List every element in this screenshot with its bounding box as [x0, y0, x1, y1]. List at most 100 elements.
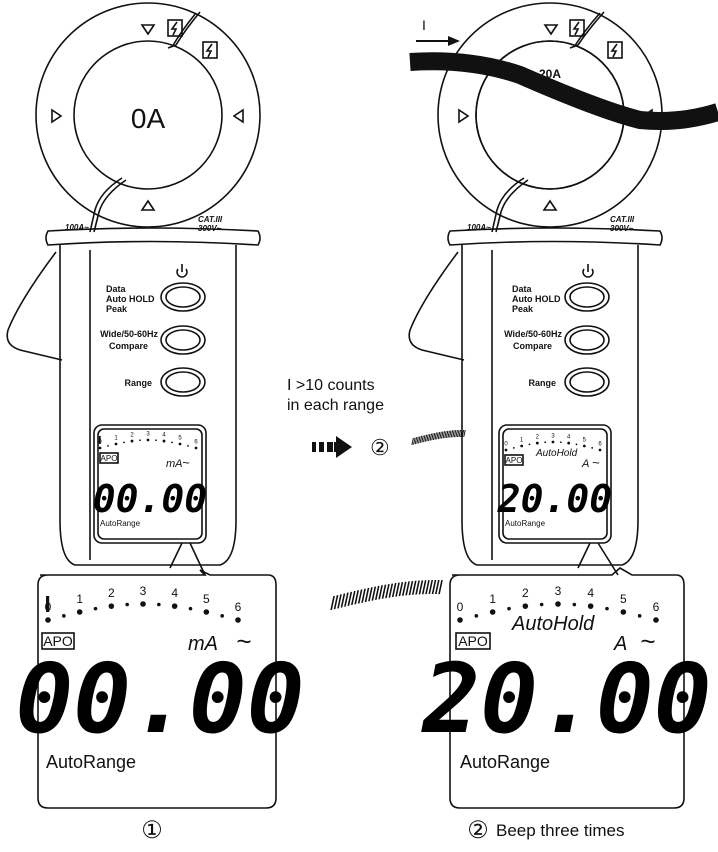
small-unit: mA: [166, 458, 183, 470]
scale-tick: [93, 606, 98, 611]
scale-tick: [587, 603, 594, 609]
scale-tick: [522, 603, 529, 609]
clamp-meter-2: 20A 100A~ CAT.III 300V~ I: [330, 2, 718, 844]
bargraph-segment: [431, 580, 437, 594]
scale-tick-label: 3: [551, 434, 555, 440]
bargraph-segment: [455, 430, 458, 438]
current-label: I: [422, 17, 426, 33]
scale-tick-label: 3: [140, 584, 147, 598]
scale-tick-label: 1: [520, 438, 524, 444]
arrow-right-icon: [416, 36, 460, 46]
scale-tick: [178, 442, 182, 446]
step-target: ②: [370, 435, 390, 460]
scale-tick: [220, 614, 224, 618]
bargraph-segment: [388, 583, 394, 598]
power-icon: [176, 264, 188, 278]
large-hold-label: AutoHold: [511, 613, 595, 635]
scale-tick-label: 3: [146, 432, 150, 438]
button-label-line: Auto HOLD: [106, 294, 155, 304]
collar: [45, 227, 261, 246]
scale-tick: [528, 443, 531, 446]
jaw-trigger: [408, 251, 465, 361]
scale-tick: [157, 602, 161, 607]
scale-tick-label: 6: [194, 440, 198, 446]
bargraph-segment: [456, 430, 460, 438]
scale-tick: [171, 603, 178, 609]
arrow-up-icon: [140, 199, 156, 211]
scale-tick: [575, 443, 578, 446]
bargraph-segment: [364, 588, 370, 602]
small-mode: AutoRange: [505, 519, 546, 528]
scale-tick: [146, 438, 150, 442]
scale-tick-label: 0: [457, 600, 464, 614]
bargraph-segment: [347, 591, 353, 606]
bargraph-segment: [422, 435, 426, 443]
bargraph-segment: [437, 432, 441, 440]
scale-tick: [535, 441, 539, 445]
scale-tick: [457, 617, 463, 623]
scale-tick-label: 6: [235, 600, 242, 614]
scale-tick: [155, 439, 157, 442]
scale-tick-label: 2: [130, 433, 134, 439]
scale-tick: [107, 445, 109, 447]
scale-tick: [203, 609, 210, 615]
scale-tick: [140, 601, 146, 607]
large-reading: 20.00: [421, 643, 712, 755]
small-ac-symbol: ~: [592, 455, 600, 470]
lightning-icon: [202, 41, 218, 59]
scale-tick-label: 0: [504, 442, 508, 448]
scale-tick: [653, 617, 659, 623]
bargraph-segment: [440, 431, 444, 439]
scale-tick: [507, 606, 511, 611]
button-label-line: Data: [106, 284, 127, 294]
arrow-left-icon: [232, 108, 244, 124]
bargraph-segment: [460, 430, 463, 437]
instruction: I >10 counts in each range ②: [287, 377, 390, 460]
bargraph-segment: [438, 580, 443, 595]
scale-tick-label: 4: [587, 586, 594, 600]
meter-body: [461, 245, 639, 566]
wide-compare-button[interactable]: [564, 325, 610, 355]
jaw-trigger: [6, 251, 63, 361]
bargraph-segment: [381, 584, 387, 599]
bargraph-segment: [431, 433, 434, 441]
jaw-seam-top: [569, 11, 605, 49]
bargraph-segment: [415, 580, 420, 595]
bargraph-segment: [361, 588, 366, 603]
scale-tick: [504, 448, 508, 452]
range-button[interactable]: [564, 367, 610, 397]
jaw-seam-bottom: [491, 177, 525, 233]
scale-tick: [162, 439, 166, 443]
scale-tick-label: 5: [620, 592, 627, 606]
scale-tick: [598, 448, 602, 452]
collar: [447, 227, 663, 246]
scale-tick: [139, 439, 141, 442]
bargraph-segment: [453, 430, 457, 438]
arrow-right-icon: [312, 436, 352, 458]
range-button[interactable]: [160, 367, 206, 397]
scale-tick-label: 1: [114, 436, 118, 442]
scale-tick: [114, 442, 118, 446]
scale-tick: [130, 439, 134, 443]
scale-tick-label: 2: [522, 586, 529, 600]
bargraph-segment: [419, 435, 423, 443]
scale-tick: [620, 609, 627, 615]
scale-tick: [512, 447, 515, 449]
small-unit: A: [581, 458, 589, 470]
bargraph-segment: [429, 433, 433, 441]
wide-compare-button[interactable]: [160, 325, 206, 355]
clamp-jaw-opening: [73, 40, 223, 190]
bargraph-segment: [371, 586, 377, 601]
bargraph-segment: [357, 589, 363, 604]
data-hold-peak-button[interactable]: [160, 282, 206, 312]
scale-tick-label: 4: [567, 435, 571, 441]
instruction-line-1: I >10 counts: [287, 377, 375, 394]
arrow-right-icon: [458, 108, 470, 124]
scale-tick: [187, 445, 189, 447]
data-hold-peak-button[interactable]: [564, 282, 610, 312]
small-hold-label: AutoHold: [535, 448, 578, 459]
small-reading: 00.00: [93, 477, 207, 521]
button-label-line: Compare: [109, 341, 148, 351]
